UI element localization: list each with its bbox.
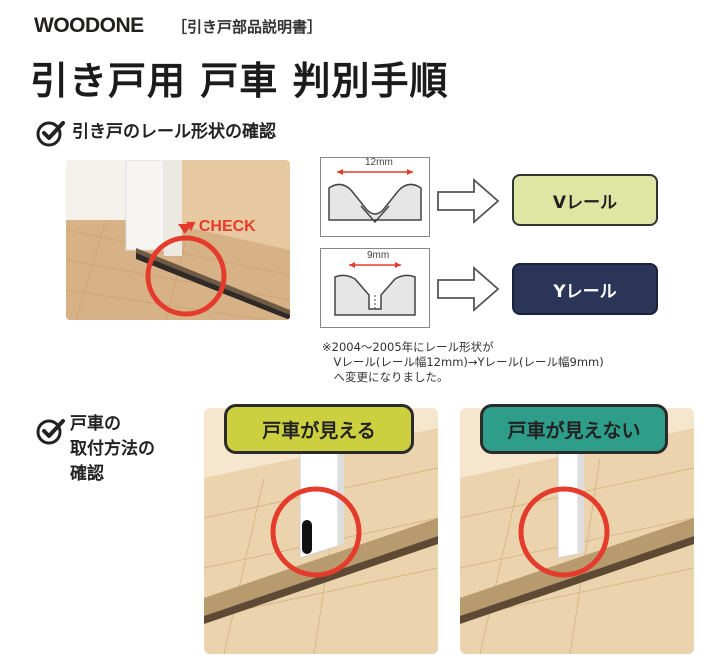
v-rail-result: Vレール xyxy=(512,174,658,226)
check-label: ▼CHECK xyxy=(183,218,256,235)
arrow-right-icon xyxy=(437,178,500,224)
rail-change-note: ※2004～2005年にレール形状が Vレール(レール幅12mm)→Yレール(レ… xyxy=(322,340,604,384)
section-rail-shape-label: 引き戸のレール形状の確認 xyxy=(72,122,276,142)
rail-photo xyxy=(66,160,290,320)
section-mount-method-label: 戸車の 取付方法の 確認 xyxy=(70,414,155,484)
woodone-logo: WOODONE xyxy=(34,14,144,37)
y-rail-width-label: 9mm xyxy=(367,250,390,261)
case-visible-label: 戸車が見える xyxy=(224,404,414,454)
arrow-right-icon xyxy=(437,266,500,312)
case-invisible-label: 戸車が見えない xyxy=(480,404,668,454)
y-rail-cross-section: 9mm xyxy=(320,248,430,328)
checkmark-icon xyxy=(36,419,65,445)
page-title: 引き戸用 戸車 判別手順 xyxy=(30,59,449,103)
v-rail-cross-section: 12mm xyxy=(320,157,430,237)
check-circle-marker xyxy=(145,224,227,317)
y-rail-result: Yレール xyxy=(512,263,658,315)
document-subtitle: ［引き戸部品説明書］ xyxy=(172,18,323,36)
v-rail-width-label: 12mm xyxy=(365,157,393,168)
checkmark-icon xyxy=(36,121,65,147)
